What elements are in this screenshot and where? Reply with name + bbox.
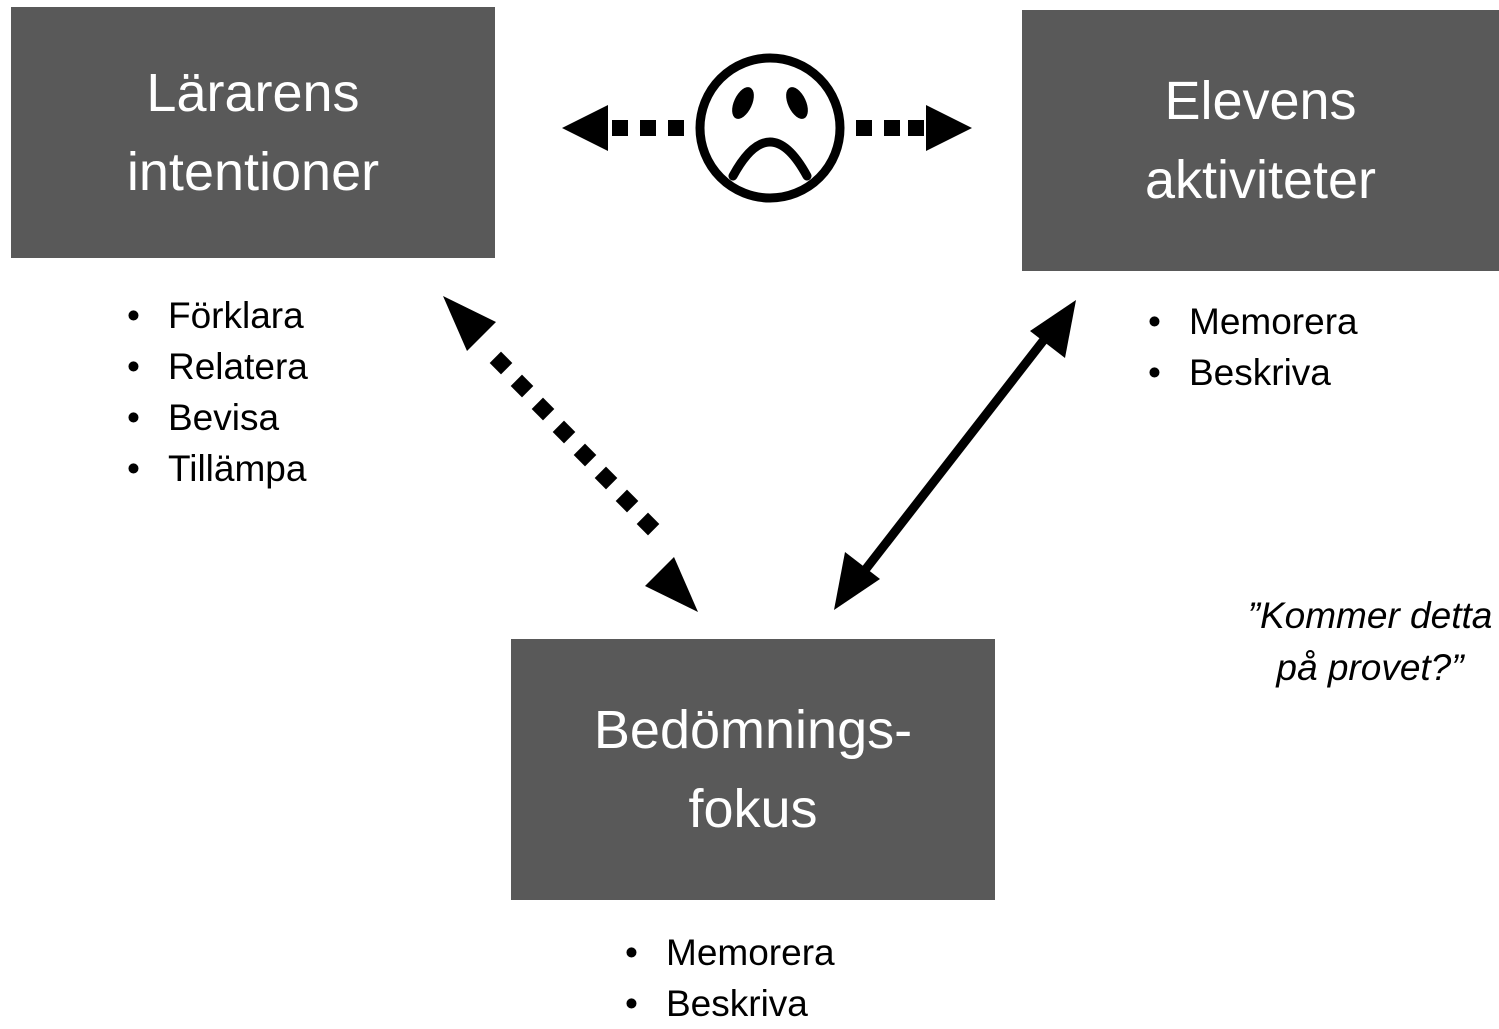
list-item: Memorera — [1148, 296, 1358, 347]
box-assessment-line2: fokus — [688, 778, 818, 839]
dash — [908, 120, 924, 136]
box-teacher-line1: Lärarens — [146, 63, 360, 124]
list-item: Förklara — [127, 290, 308, 341]
assessment-bullet-list: Memorera Beskriva — [625, 927, 835, 1029]
quote-line1: ”Kommer detta — [1247, 595, 1493, 636]
list-item: Memorera — [625, 927, 835, 978]
quote-text: ”Kommer detta på provet?” — [1215, 590, 1499, 694]
box-teacher-line2: intentioner — [126, 141, 380, 202]
list-item: Tillämpa — [127, 443, 308, 494]
frowning-face-icon — [695, 53, 845, 203]
list-item: Beskriva — [1148, 347, 1358, 398]
arrowhead-top — [1030, 300, 1076, 358]
dash — [668, 120, 684, 136]
dash — [612, 120, 628, 136]
box-student-activities: Elevens aktiviteter — [1022, 10, 1499, 271]
box-student-line2: aktiviteter — [1144, 149, 1377, 210]
student-bullet-list: Memorera Beskriva — [1148, 296, 1358, 398]
list-item: Bevisa — [127, 392, 308, 443]
box-teacher-intentions: Lärarens intentioner — [11, 7, 495, 258]
arrowhead-left — [562, 105, 608, 151]
student-assessment-solid-arrow — [834, 300, 1076, 610]
arrowhead-bottom — [645, 557, 698, 612]
arrowhead-right — [926, 105, 972, 151]
dash — [640, 120, 656, 136]
box-student-line1: Elevens — [1164, 71, 1357, 132]
list-item: Beskriva — [625, 978, 835, 1029]
teacher-bullet-list: Förklara Relatera Bevisa Tillämpa — [127, 290, 308, 494]
list-item: Relatera — [127, 341, 308, 392]
box-assessment-line1: Bedömnings- — [593, 700, 913, 761]
dash — [856, 120, 872, 136]
arrowhead-bottom — [834, 552, 880, 610]
arrowhead-top — [443, 296, 496, 351]
teacher-student-dotted-arrow — [562, 105, 972, 151]
box-assessment-focus: Bedömnings- fokus — [511, 639, 995, 900]
teacher-assessment-dotted-arrow — [443, 296, 698, 612]
quote-line2: på provet?” — [1276, 647, 1464, 688]
dash — [884, 120, 900, 136]
